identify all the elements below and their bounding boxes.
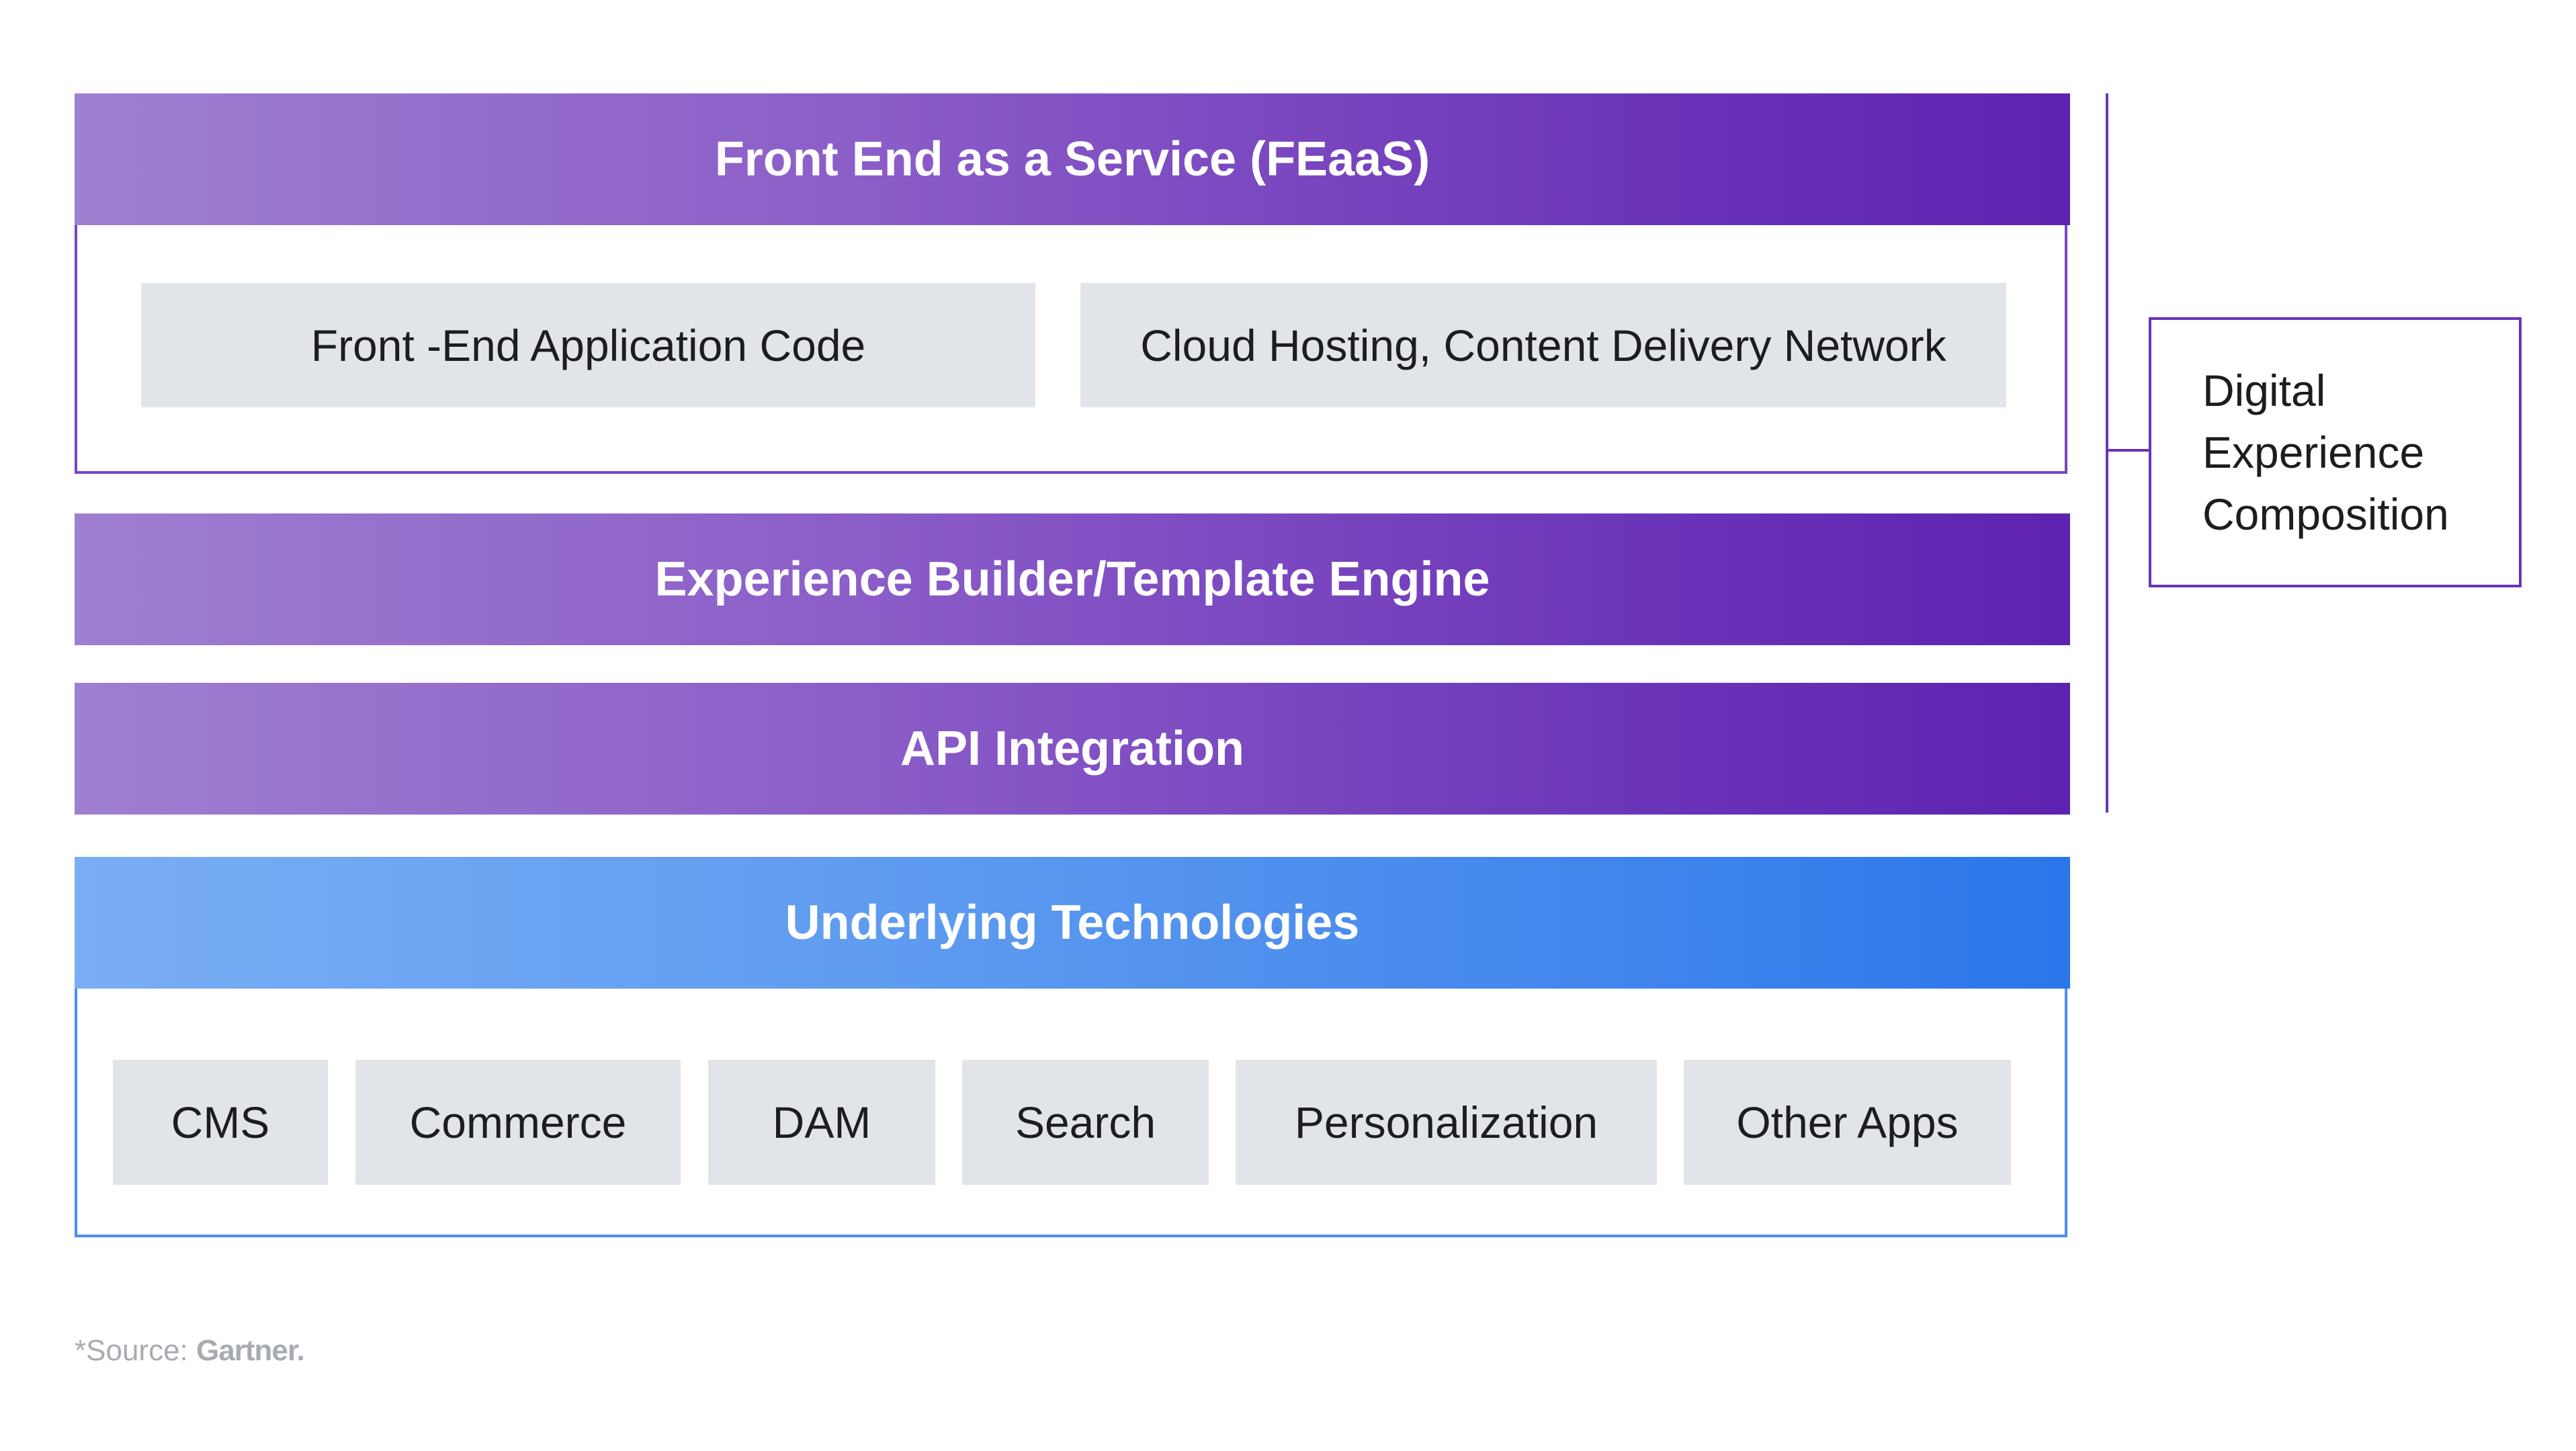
cms-label: CMS: [171, 1097, 270, 1147]
other-apps-box: Other Apps: [1684, 1060, 2011, 1185]
underlying-tech-panel: CMS Commerce DAM Search Personalization …: [75, 989, 2067, 1237]
front-end-code-box: Front -End Application Code: [141, 283, 1035, 407]
cloud-hosting-label: Cloud Hosting, Content Delivery Network: [1140, 320, 1946, 370]
search-label: Search: [1015, 1097, 1156, 1147]
dxc-line-1: Digital: [2202, 366, 2326, 415]
other-apps-label: Other Apps: [1736, 1097, 1959, 1147]
gartner-logo: Gartner.: [196, 1334, 305, 1367]
api-integration-band: API Integration: [75, 683, 2070, 815]
dxc-box: Digital Experience Composition: [2149, 317, 2522, 587]
search-box: Search: [962, 1060, 1209, 1185]
commerce-label: Commerce: [409, 1097, 627, 1147]
commerce-box: Commerce: [355, 1060, 681, 1185]
personalization-box: Personalization: [1236, 1060, 1657, 1185]
personalization-label: Personalization: [1294, 1097, 1598, 1147]
source-note: *Source: Gartner.: [75, 1334, 305, 1368]
underlying-tech-title: Underlying Technologies: [785, 896, 1360, 950]
dxc-line-3: Composition: [2202, 489, 2449, 539]
cloud-hosting-box: Cloud Hosting, Content Delivery Network: [1080, 283, 2006, 407]
experience-builder-band: Experience Builder/Template Engine: [75, 513, 2070, 645]
underlying-tech-header: Underlying Technologies: [75, 857, 2070, 989]
dxc-label: Digital Experience Composition: [2202, 360, 2449, 545]
feaas-header: Front End as a Service (FEaaS): [75, 93, 2070, 225]
dam-box: DAM: [708, 1060, 935, 1185]
feaas-title: Front End as a Service (FEaaS): [714, 132, 1430, 186]
front-end-code-label: Front -End Application Code: [310, 320, 866, 370]
cms-box: CMS: [113, 1060, 328, 1185]
dxc-bracket-line: [2106, 93, 2108, 813]
api-integration-title: API Integration: [900, 722, 1244, 776]
dxc-line-2: Experience: [2202, 427, 2425, 477]
experience-builder-title: Experience Builder/Template Engine: [654, 552, 1490, 606]
source-prefix: *Source:: [75, 1334, 188, 1367]
dxc-connector-line: [2106, 449, 2149, 452]
dam-label: DAM: [772, 1097, 871, 1147]
feaas-panel: Front -End Application Code Cloud Hostin…: [75, 225, 2067, 474]
